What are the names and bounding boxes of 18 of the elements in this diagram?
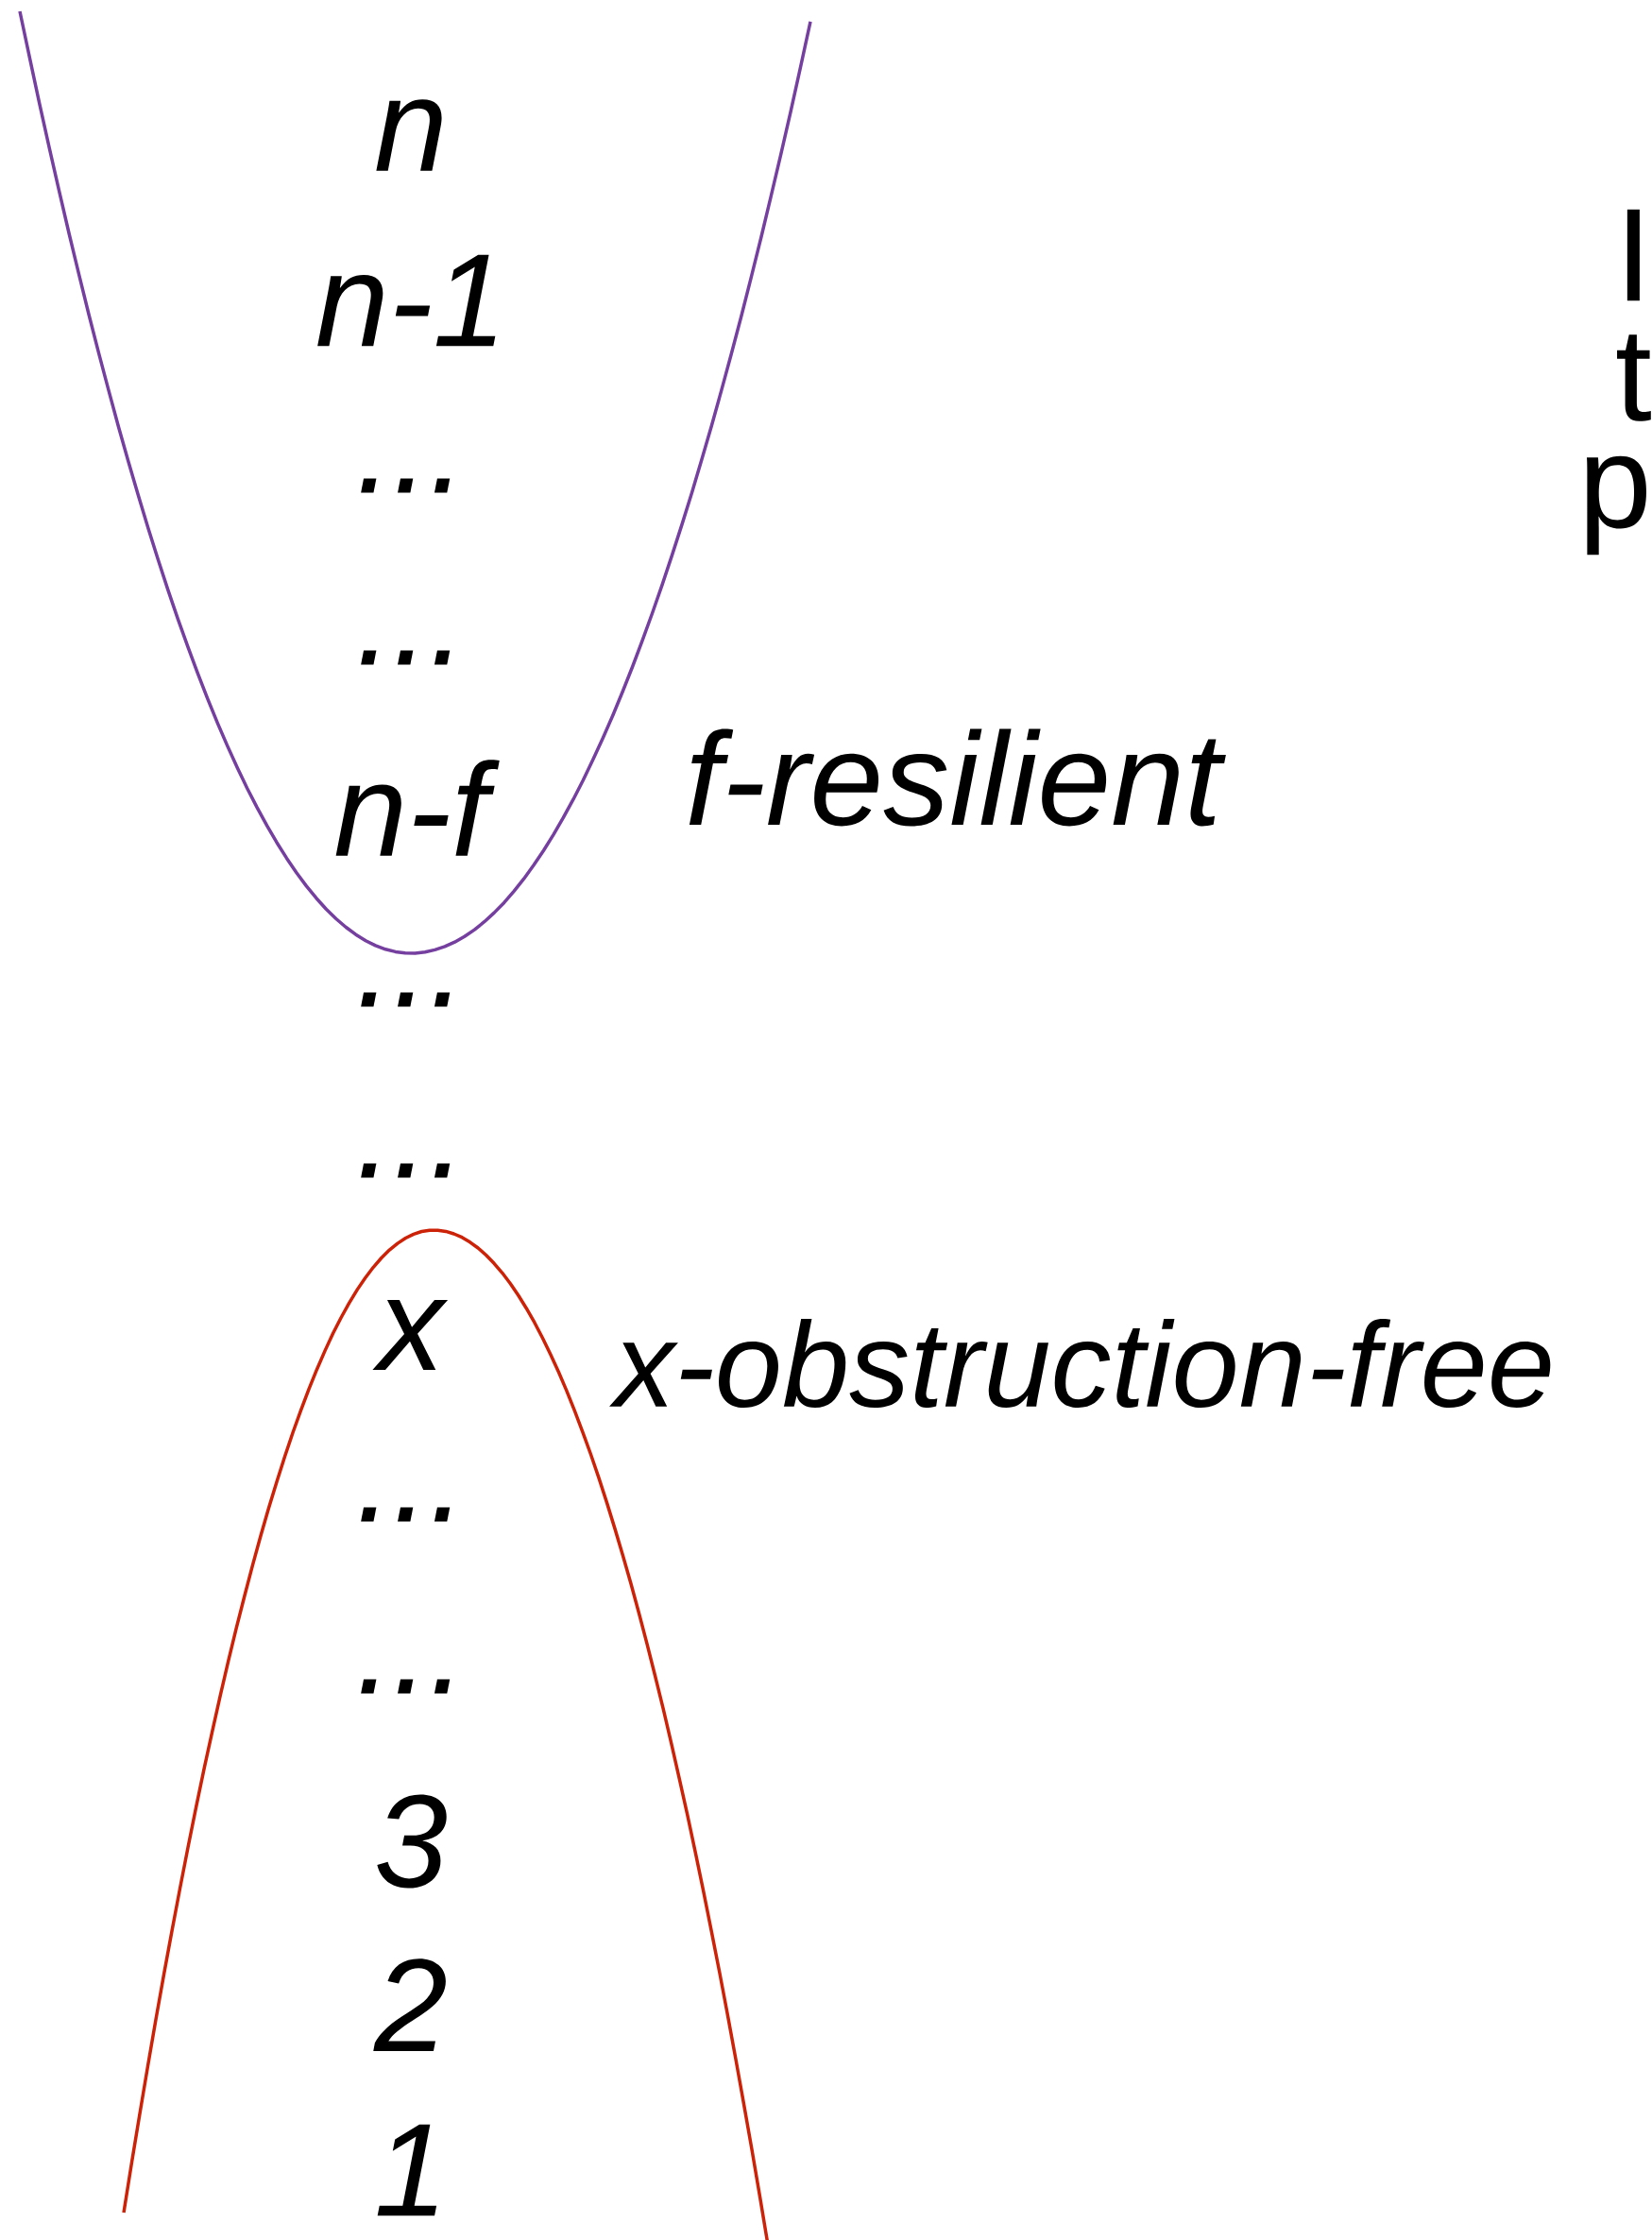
label-text: x-obstruction-free — [609, 1319, 1551, 1408]
label-text: ... — [361, 1679, 451, 1694]
label-text: 1 — [377, 2124, 437, 2216]
label-text: 3 — [377, 1794, 447, 1889]
label-text: p — [1586, 455, 1646, 556]
label-text: n-1 — [317, 254, 496, 347]
label-text: ... — [361, 650, 451, 665]
label-text: x — [372, 1300, 449, 1370]
label-text: n — [376, 99, 442, 171]
label-text: ... — [361, 1163, 451, 1178]
label-text: t — [1617, 334, 1651, 421]
label-text: ... — [361, 478, 451, 493]
label-text: ... — [361, 992, 451, 1007]
label-text: I — [1626, 209, 1640, 301]
label-text: n-f — [335, 760, 500, 856]
label-text: ... — [361, 1507, 451, 1522]
label-text: f-resilient — [689, 728, 1226, 827]
label-text: 2 — [373, 1958, 446, 2051]
